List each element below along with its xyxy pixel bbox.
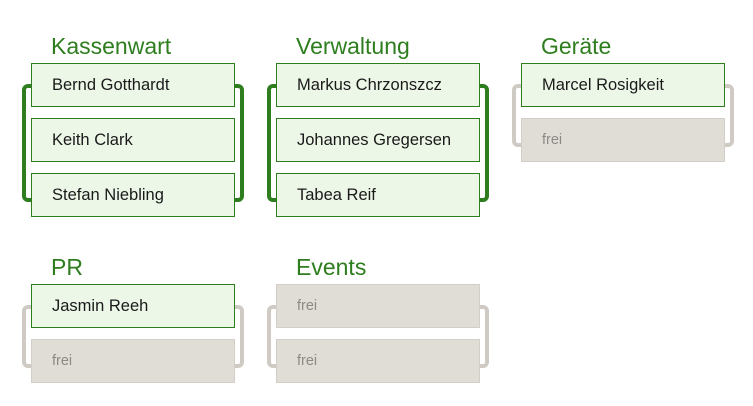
empty-slot[interactable]: frei	[521, 118, 725, 162]
group-title: Verwaltung	[296, 33, 410, 59]
empty-slot[interactable]: frei	[31, 339, 235, 383]
member-slot[interactable]: Markus Chrzonszcz	[276, 63, 480, 107]
member-slot[interactable]: Marcel Rosigkeit	[521, 63, 725, 107]
member-slot[interactable]: Keith Clark	[31, 118, 235, 162]
empty-slot[interactable]: frei	[276, 339, 480, 383]
group-title: Kassenwart	[51, 33, 172, 59]
member-slot[interactable]: Bernd Gotthardt	[31, 63, 235, 107]
member-slot[interactable]: Stefan Niebling	[31, 173, 235, 217]
member-slot[interactable]: Jasmin Reeh	[31, 284, 235, 328]
member-slot[interactable]: Tabea Reif	[276, 173, 480, 217]
member-slot[interactable]: Johannes Gregersen	[276, 118, 480, 162]
group-title: PR	[51, 254, 83, 280]
empty-slot[interactable]: frei	[276, 284, 480, 328]
group-title: Events	[296, 254, 367, 280]
group-title: Geräte	[541, 33, 612, 59]
